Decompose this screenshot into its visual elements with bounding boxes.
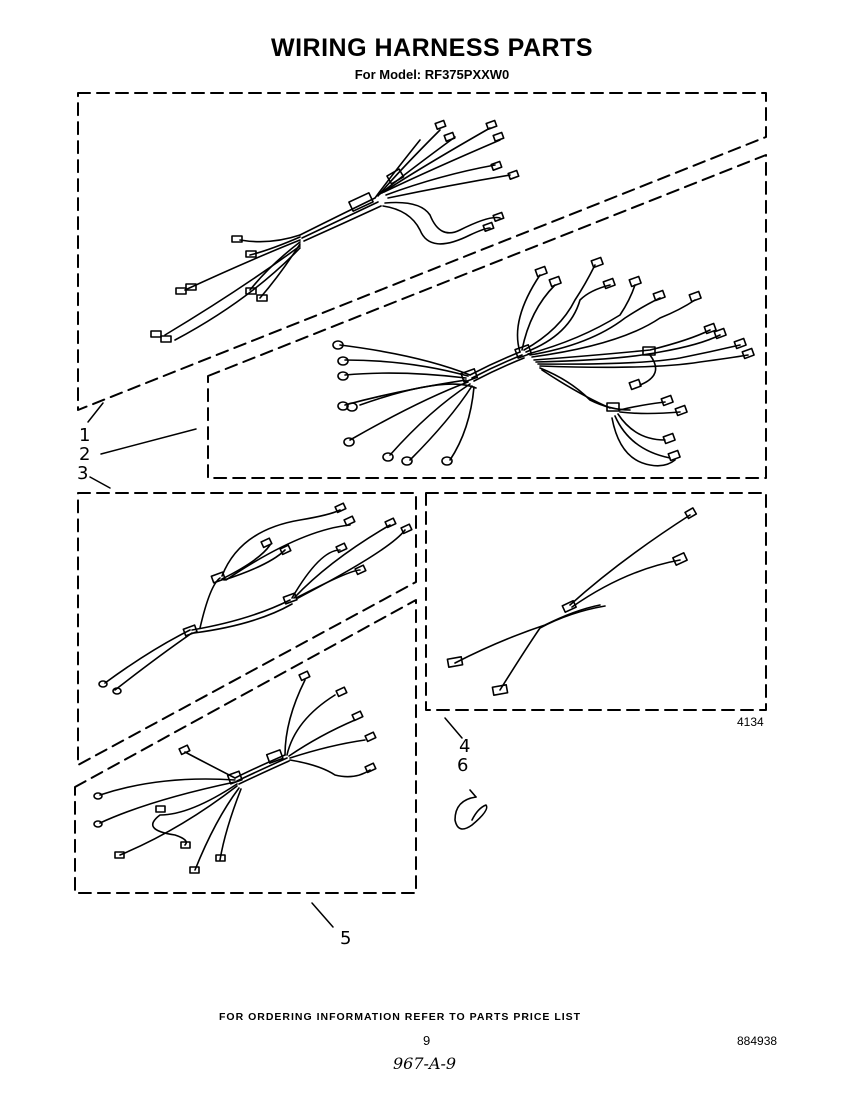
document-number: 884938 xyxy=(737,1034,778,1048)
callout-2: 2 xyxy=(79,444,91,465)
wire-tie-part-6 xyxy=(454,789,488,830)
model-subtitle: For Model: RF375PXXW0 xyxy=(354,67,510,82)
harness-1 xyxy=(150,119,520,343)
callout-5: 5 xyxy=(340,928,352,949)
panel-harness-1-frame xyxy=(77,92,767,411)
page-title: WIRING HARNESS PARTS xyxy=(270,34,594,62)
callout-6: 6 xyxy=(457,755,469,776)
callout-3: 3 xyxy=(77,463,89,484)
panel-harness-5-frame xyxy=(74,599,417,894)
page-number: 9 xyxy=(423,1033,431,1048)
panel-harness-3-frame xyxy=(77,492,417,766)
harness-3 xyxy=(98,502,413,695)
harness-2 xyxy=(332,256,755,467)
leader-lines xyxy=(87,402,463,928)
harness-4 xyxy=(446,507,698,696)
ordering-note: FOR ORDERING INFORMATION REFER TO PARTS … xyxy=(219,1011,582,1023)
figure-number: 4134 xyxy=(737,715,764,729)
panel-harness-4-frame xyxy=(425,492,767,711)
harness-5 xyxy=(93,670,377,874)
handwritten-note: 967-A-9 xyxy=(393,1054,457,1073)
panel-harness-2-frame xyxy=(207,154,767,479)
callout-4: 4 xyxy=(459,736,471,757)
callout-1: 1 xyxy=(79,425,91,446)
